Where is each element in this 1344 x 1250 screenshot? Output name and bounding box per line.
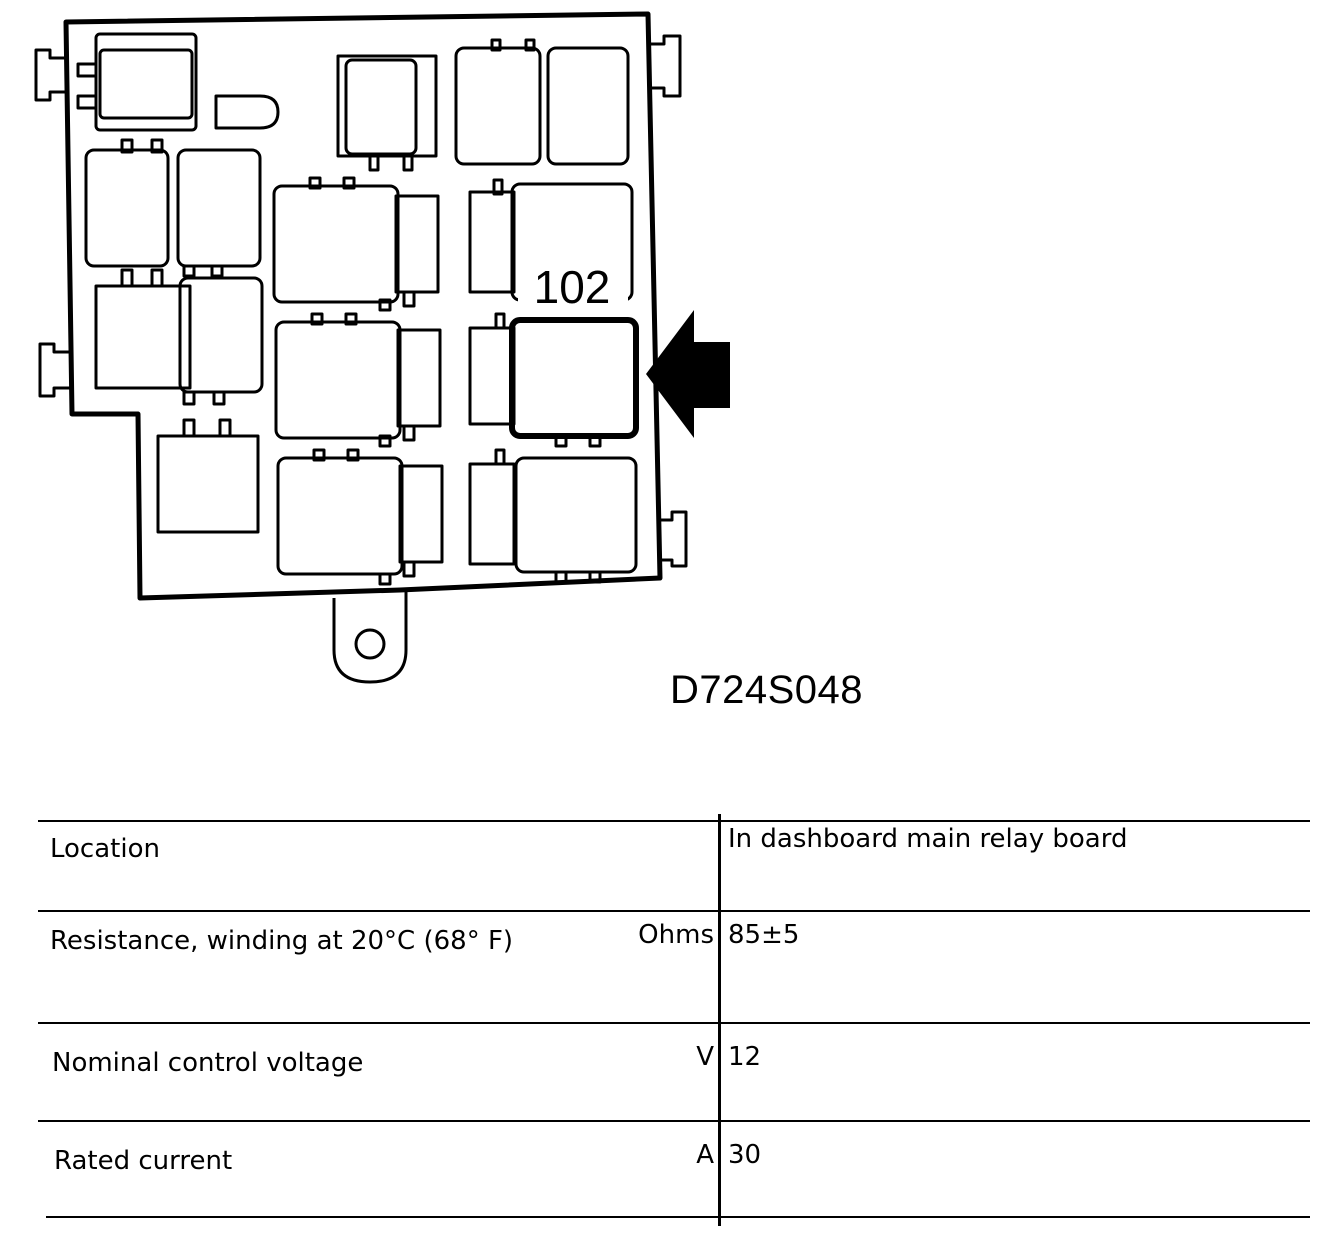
mounting-hole [354,628,386,660]
column-divider [718,814,721,1226]
spec-label: Nominal control voltage [52,1048,364,1078]
right-clip-bottom [658,510,688,568]
spec-value: 12 [728,1042,762,1072]
relay-number-label: 102 [534,261,611,313]
left-clip-bottom [38,342,72,398]
spec-row-resistance: Resistance, winding at 20°C (68° F) Ohms… [38,910,1310,1024]
relay-mid-2 [274,320,402,440]
pointer-arrow [646,310,730,438]
relay-left-1 [84,148,170,268]
relay-right-3 [514,456,638,574]
spec-label: Resistance, winding at 20°C (68° F) [50,926,514,956]
left-clip-top [34,48,66,102]
spec-unit: Ohms [638,920,714,950]
spec-row-location: Location In dashboard main relay board [38,820,1310,914]
spec-value: 85±5 [728,920,800,950]
relay-board-outline [63,11,663,601]
relay-mid-3 [276,456,404,576]
spec-label: Location [50,834,160,864]
spec-value: 30 [728,1140,762,1170]
diode-component [214,94,280,130]
relay-left-5 [156,434,260,534]
spec-value: In dashboard main relay board [728,824,1128,854]
spec-unit: V [696,1042,714,1072]
relay-top-right-a [454,46,542,166]
relay-102-highlighted [509,317,639,439]
fuse-holder-top [336,54,438,158]
relay-board-diagram: 102 [34,11,730,684]
relay-left-3 [94,284,192,390]
relay-spec-table: Location In dashboard main relay board R… [38,802,1310,1232]
spec-row-current: Rated current A 30 [38,1120,1310,1218]
table-bottom-border [46,1216,1310,1218]
relay-left-4 [178,276,264,394]
right-clip-top [648,34,682,98]
spec-label: Rated current [54,1146,233,1176]
spec-unit: A [696,1140,714,1170]
mounting-tab [332,590,408,684]
relay-left-2 [176,148,262,268]
diagram-caption: D724S048 [670,668,864,712]
connector-top-left [94,32,198,132]
spec-row-voltage: Nominal control voltage V 12 [38,1022,1310,1120]
relay-top-right-b [546,46,630,166]
relay-mid-1 [272,184,400,304]
